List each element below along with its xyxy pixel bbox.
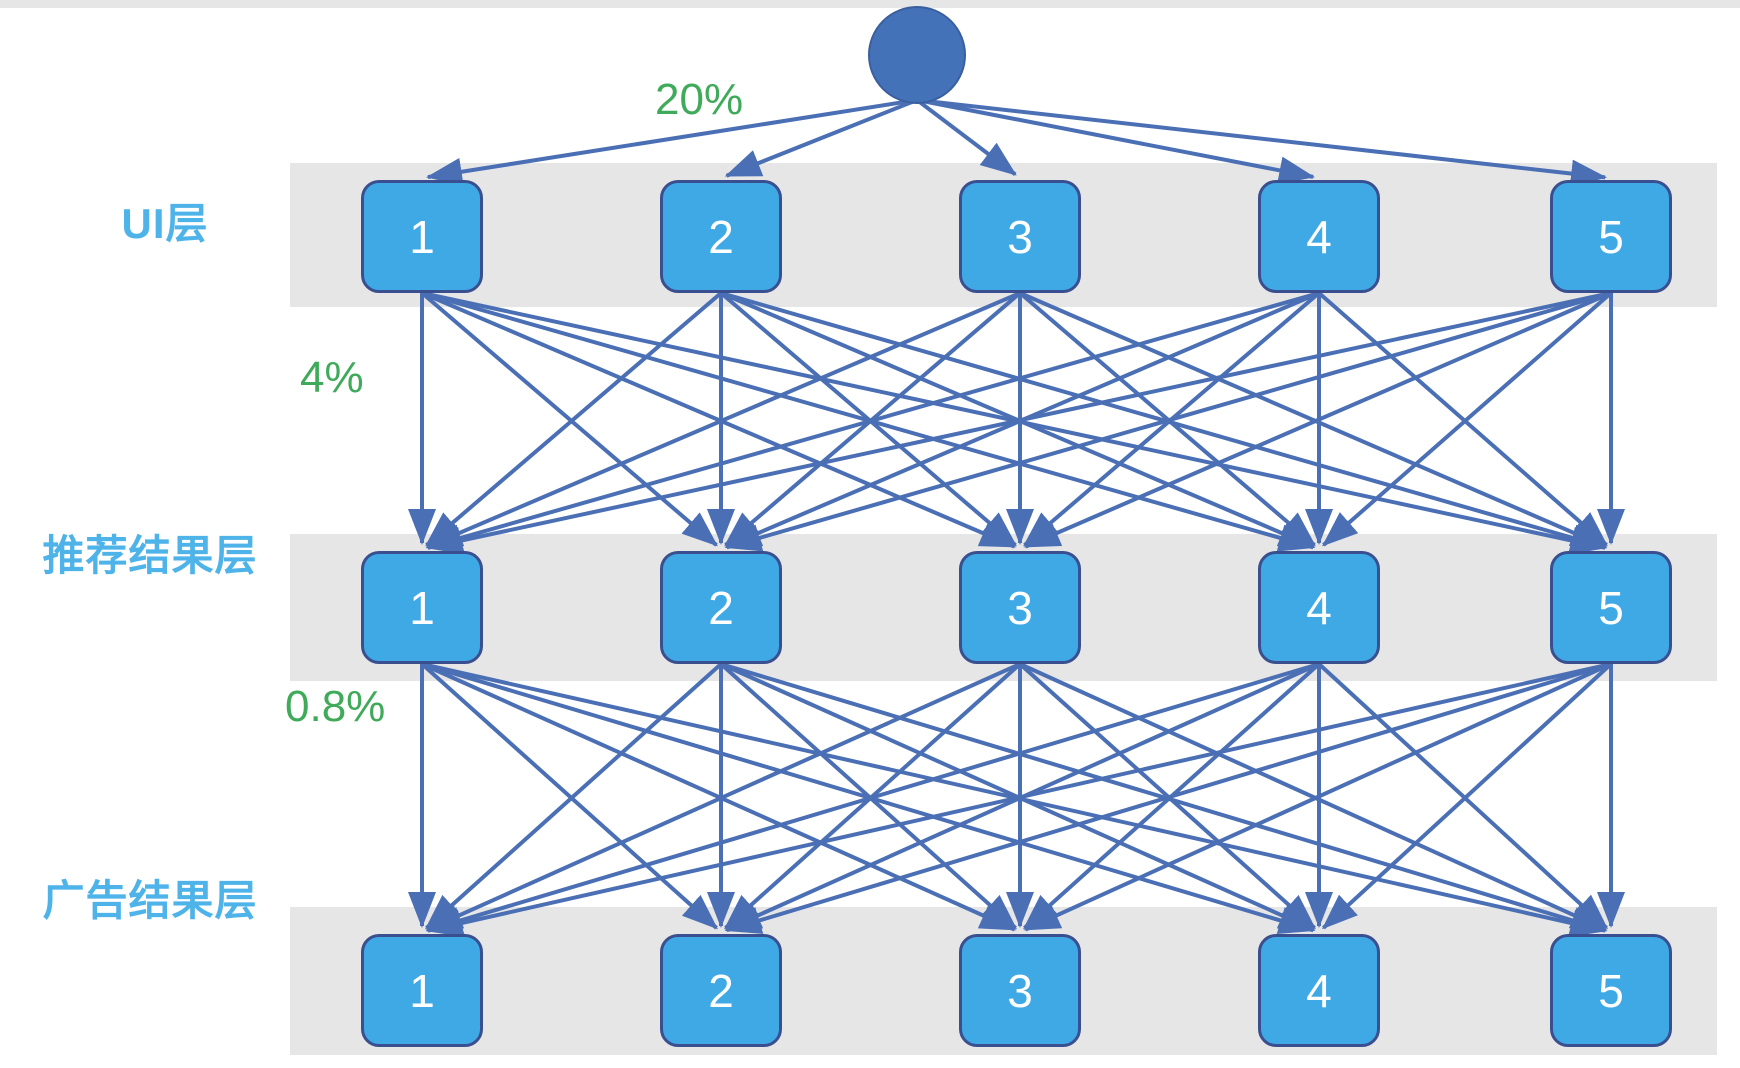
edge-recommend-to-ad-3-to-5 [1019,662,1608,932]
node-recommend-1[interactable]: 1 [361,551,483,664]
edge-ui-to-recommend-5-to-4 [1322,291,1613,547]
edge-recommend-to-ad-5-to-3 [1023,662,1612,932]
node-ad-4[interactable]: 4 [1258,934,1380,1047]
edge-recommend-to-ad-4-to-2 [724,662,1320,932]
edge-recommend-to-ad-1-to-2 [420,662,719,930]
node-recommend-5[interactable]: 5 [1550,551,1672,664]
edge-recommend-to-ad-1-to-3 [421,662,1017,932]
node-label: 3 [1007,581,1033,634]
node-label: 5 [1598,964,1624,1017]
node-label: 5 [1598,210,1624,263]
node-ad-2[interactable]: 2 [660,934,782,1047]
edge-recommend-to-ad-3-to-2 [723,662,1022,930]
node-ad-5[interactable]: 5 [1550,934,1672,1047]
edge-recommend-to-ad-2-to-5 [720,662,1608,934]
edge-recommend-to-ad-5-to-4 [1321,662,1613,930]
edge-ui-to-recommend-1-to-4 [421,291,1316,552]
node-label: 3 [1007,964,1033,1017]
node-label: 3 [1007,210,1033,263]
edge-recommend-to-ad-5-to-1 [425,662,1612,937]
edge-ui-to-recommend-5-to-2 [724,291,1612,552]
layer-label-recommend: 推荐结果层 [42,532,258,579]
edge-ui-to-recommend-4-to-3 [1023,291,1321,547]
node-ad-3[interactable]: 3 [959,934,1081,1047]
edge-recommend-to-ad-4-to-3 [1022,662,1321,930]
node-label: 4 [1306,964,1332,1017]
edge-ui-to-recommend-4-to-2 [724,291,1320,549]
edge-ui-to-recommend-1-to-5 [421,291,1608,555]
edge-ui-to-recommend-2-to-1 [425,291,723,547]
node-ui-3[interactable]: 3 [959,180,1081,293]
node-label: 2 [708,581,734,634]
edge-ui-to-recommend-2-to-4 [720,291,1316,549]
node-label: 2 [708,964,734,1017]
node-label: 1 [409,210,435,263]
root-node[interactable] [868,6,966,104]
edge-recommend-to-ad-4-to-5 [1317,662,1609,930]
edge-ui-to-recommend-5-to-1 [425,291,1612,555]
edge-recommend-to-ad-5-to-2 [724,662,1612,934]
rate-label-recommend-to-ad: 0.8% [285,682,386,731]
edge-recommend-to-ad-3-to-1 [425,662,1021,932]
edge-ui-to-recommend-3-to-4 [1018,291,1316,547]
node-label: 1 [409,964,435,1017]
edge-ui-to-recommend-2-to-3 [719,291,1017,547]
rate-label-root-to-ui: 20% [655,75,744,124]
edge-ui-to-recommend-5-to-3 [1023,291,1612,549]
edge-recommend-to-ad-2-to-4 [720,662,1316,932]
edge-ui-to-recommend-4-to-5 [1317,291,1608,547]
edge-ui-to-recommend-3-to-2 [724,291,1022,547]
edge-ui-to-recommend-4-to-1 [425,291,1320,552]
edge-recommend-to-ad-2-to-3 [719,662,1018,930]
edge-recommend-to-ad-1-to-4 [421,662,1316,934]
node-recommend-4[interactable]: 4 [1258,551,1380,664]
node-label: 2 [708,210,734,263]
node-label: 4 [1306,581,1332,634]
edge-ui-to-recommend-1-to-3 [421,291,1017,549]
edge-ui-to-recommend-3-to-1 [425,291,1021,549]
node-label: 1 [409,581,435,634]
node-recommend-3[interactable]: 3 [959,551,1081,664]
node-ui-5[interactable]: 5 [1550,180,1672,293]
edge-ui-to-recommend-1-to-2 [420,291,718,547]
layer-label-ad: 广告结果层 [42,877,258,924]
node-ui-2[interactable]: 2 [660,180,782,293]
node-ui-4[interactable]: 4 [1258,180,1380,293]
edge-recommend-to-ad-4-to-1 [425,662,1320,934]
node-recommend-2[interactable]: 2 [660,551,782,664]
edge-ui-to-recommend-2-to-5 [720,291,1608,552]
node-label: 4 [1306,210,1332,263]
node-label: 5 [1598,581,1624,634]
edge-recommend-to-ad-1-to-5 [421,662,1608,937]
edge-ui-to-recommend-3-to-5 [1019,291,1608,549]
layer-label-ui: UI层 [121,200,209,247]
edge-recommend-to-ad-3-to-4 [1018,662,1317,930]
node-ui-1[interactable]: 1 [361,180,483,293]
node-ad-1[interactable]: 1 [361,934,483,1047]
rate-label-ui-to-recommend: 4% [300,353,364,402]
edge-recommend-to-ad-2-to-1 [424,662,723,930]
top-edge-strip [0,0,1740,8]
